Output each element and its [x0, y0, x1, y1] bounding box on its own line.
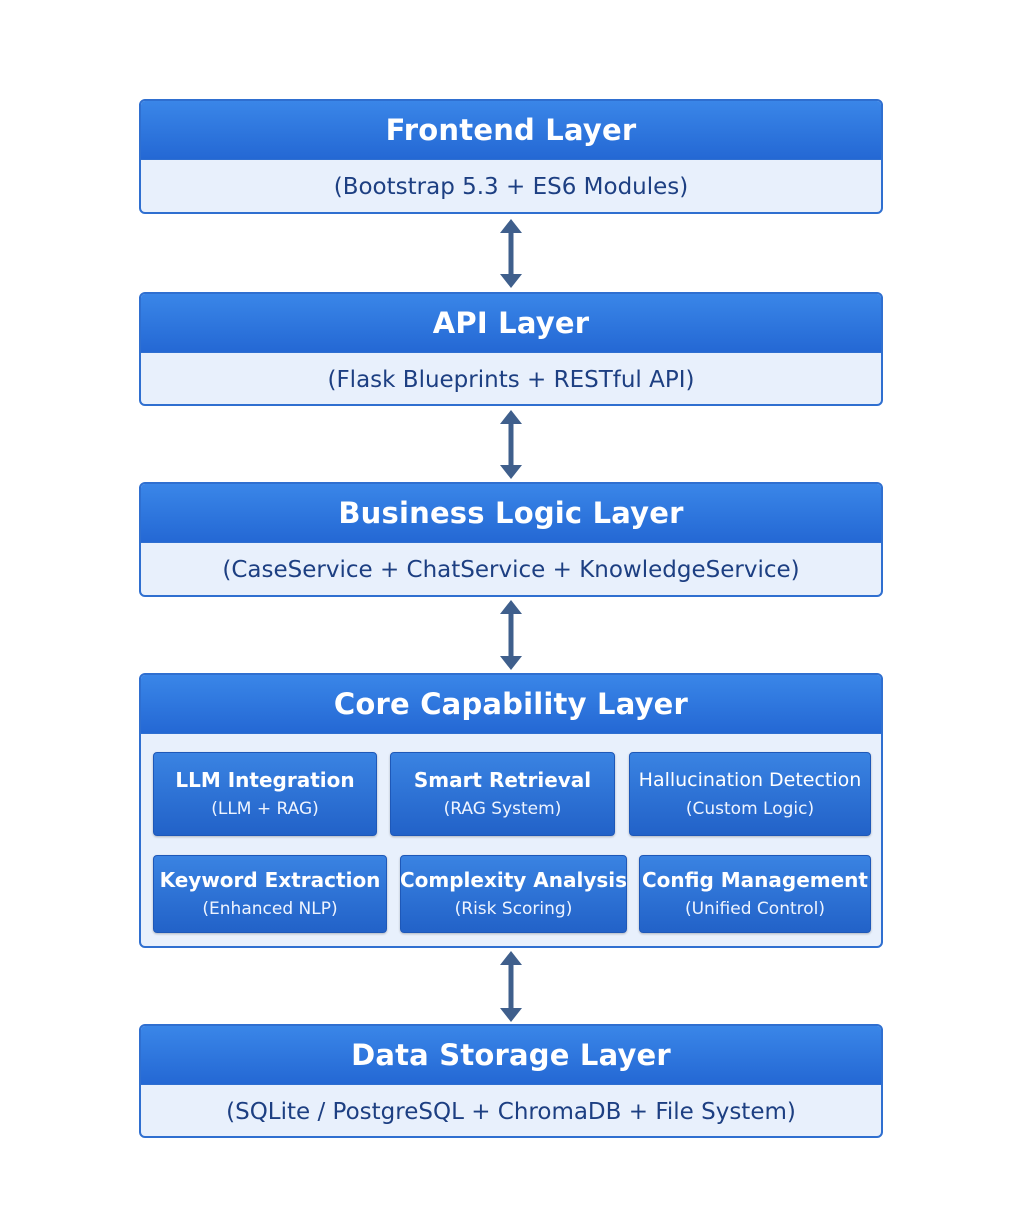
- business-logic-layer: Business Logic Layer (CaseService + Chat…: [139, 482, 883, 597]
- capability-subtitle: (Enhanced NLP): [202, 898, 338, 919]
- business-logic-layer-title: Business Logic Layer: [141, 484, 881, 542]
- api-layer-subtitle: (Flask Blueprints + RESTful API): [141, 352, 881, 404]
- data-storage-layer-title: Data Storage Layer: [141, 1026, 881, 1084]
- frontend-layer-subtitle: (Bootstrap 5.3 + ES6 Modules): [141, 159, 881, 212]
- core-capability-layer-title: Core Capability Layer: [141, 675, 881, 733]
- capability-config-management: Config Management (Unified Control): [639, 855, 871, 933]
- business-logic-layer-subtitle: (CaseService + ChatService + KnowledgeSe…: [141, 542, 881, 595]
- core-capability-layer: Core Capability Layer LLM Integration (L…: [139, 673, 883, 948]
- capability-title: Keyword Extraction: [159, 867, 381, 892]
- capability-subtitle: (Custom Logic): [685, 798, 815, 819]
- capability-subtitle: (RAG System): [443, 798, 562, 819]
- api-layer: API Layer (Flask Blueprints + RESTful AP…: [139, 292, 883, 406]
- capability-title: Complexity Analysis: [399, 867, 628, 892]
- double-arrow-vertical-icon: [500, 600, 522, 670]
- capability-smart-retrieval: Smart Retrieval (RAG System): [390, 752, 615, 836]
- capability-subtitle: (LLM + RAG): [211, 798, 319, 819]
- core-capability-grid: LLM Integration (LLM + RAG) Smart Retrie…: [141, 733, 881, 946]
- frontend-layer-title: Frontend Layer: [141, 101, 881, 159]
- capability-subtitle: (Risk Scoring): [454, 898, 573, 919]
- capability-llm-integration: LLM Integration (LLM + RAG): [153, 752, 377, 836]
- data-storage-layer: Data Storage Layer (SQLite / PostgreSQL …: [139, 1024, 883, 1138]
- double-arrow-vertical-icon: [500, 410, 522, 479]
- capability-hallucination-detection: Hallucination Detection (Custom Logic): [629, 752, 871, 836]
- double-arrow-vertical-icon: [500, 951, 522, 1022]
- data-storage-layer-subtitle: (SQLite / PostgreSQL + ChromaDB + File S…: [141, 1084, 881, 1136]
- api-layer-title: API Layer: [141, 294, 881, 352]
- capability-complexity-analysis: Complexity Analysis (Risk Scoring): [400, 855, 627, 933]
- capability-title: Config Management: [642, 867, 868, 892]
- capability-title: Smart Retrieval: [413, 767, 592, 792]
- capability-title: LLM Integration: [175, 767, 355, 792]
- frontend-layer: Frontend Layer (Bootstrap 5.3 + ES6 Modu…: [139, 99, 883, 214]
- capability-title: Hallucination Detection: [638, 768, 862, 791]
- capability-subtitle: (Unified Control): [684, 898, 826, 919]
- capability-keyword-extraction: Keyword Extraction (Enhanced NLP): [153, 855, 387, 933]
- double-arrow-vertical-icon: [500, 219, 522, 288]
